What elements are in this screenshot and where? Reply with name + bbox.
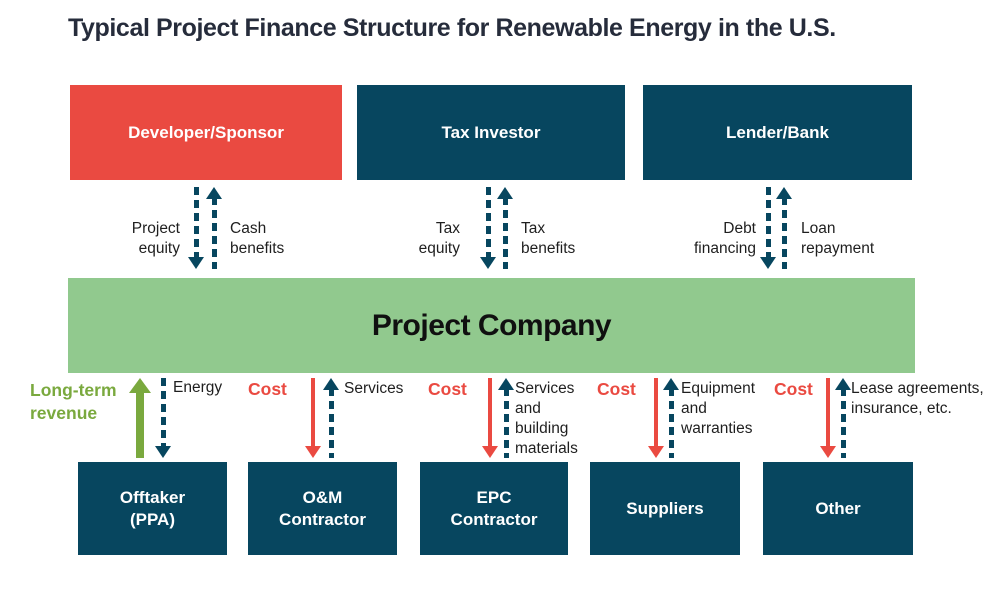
arrow-head: [305, 446, 321, 458]
services-materials-up-arrow-icon: [498, 378, 514, 458]
arrow-shaft: [826, 378, 830, 448]
energy-label: Energy: [173, 379, 223, 396]
arrow-head: [155, 446, 171, 458]
cash-benefits-up-arrow-icon: [206, 187, 222, 269]
energy-down-arrow-icon: [155, 378, 171, 458]
arrow-head: [188, 257, 204, 269]
arrow-head: [129, 378, 151, 393]
tax-equity-down-arrow-icon: [480, 187, 496, 269]
entity-other: Other: [763, 462, 913, 555]
equipment-warranties-up-arrow-icon: [663, 378, 679, 458]
arrow-head: [480, 257, 496, 269]
entity-other-label: Other: [815, 498, 861, 518]
arrow-shaft: [840, 388, 846, 458]
arrow-head: [323, 378, 339, 390]
tax-benefits-label: Tax benefits: [521, 220, 576, 257]
debt-financing-down-arrow-icon: [760, 187, 776, 269]
arrow-shaft: [668, 388, 674, 458]
entity-tax-investor: Tax Investor: [357, 85, 625, 180]
arrow-shaft: [211, 197, 217, 269]
arrow-head: [760, 257, 776, 269]
project-equity-down-arrow-icon: [188, 187, 204, 269]
long-term-revenue-label: Long-term revenue: [30, 380, 117, 423]
arrow-shaft: [488, 378, 492, 448]
entity-tax-investor-label: Tax Investor: [441, 122, 541, 142]
entity-epc-contractor: EPC Contractor: [420, 462, 568, 555]
entity-project-company-label: Project Company: [371, 308, 612, 342]
arrow-shaft: [765, 187, 771, 259]
equipment-warranties-label: Equipment and warranties: [681, 380, 756, 437]
arrow-head: [497, 187, 513, 199]
entity-offtaker-ppa: Offtaker (PPA): [78, 462, 227, 555]
epc-cost-down-arrow-icon: [482, 378, 498, 458]
arrow-shaft: [781, 197, 787, 269]
entity-suppliers: Suppliers: [590, 462, 740, 555]
om-cost-label: Cost: [248, 379, 287, 399]
tax-benefits-up-arrow-icon: [497, 187, 513, 269]
arrow-shaft: [485, 187, 491, 259]
arrow-shaft: [502, 197, 508, 269]
arrow-shaft: [311, 378, 315, 448]
arrow-shaft: [160, 378, 166, 448]
entity-om-contractor-label: O&M Contractor: [279, 487, 366, 529]
entity-suppliers-label: Suppliers: [626, 498, 704, 518]
arrow-shaft: [193, 187, 199, 259]
arrow-head: [663, 378, 679, 390]
services-materials-label: Services and building materials: [515, 380, 578, 457]
arrow-head: [776, 187, 792, 199]
services-up-arrow-icon: [323, 378, 339, 458]
cash-benefits-label: Cash benefits: [230, 220, 285, 257]
diagram-title: Typical Project Finance Structure for Re…: [68, 14, 836, 42]
arrow-head: [835, 378, 851, 390]
om-cost-down-arrow-icon: [305, 378, 321, 458]
entity-offtaker-ppa-label: Offtaker (PPA): [119, 487, 186, 529]
arrow-head: [820, 446, 836, 458]
long-term-revenue-up-arrow-icon: [128, 378, 152, 458]
arrow-shaft: [654, 378, 658, 448]
epc-cost-label: Cost: [428, 379, 467, 399]
entity-developer-sponsor: Developer/Sponsor: [70, 85, 342, 180]
arrow-head: [206, 187, 222, 199]
entity-developer-sponsor-label: Developer/Sponsor: [128, 122, 284, 142]
entity-project-company: Project Company: [68, 278, 915, 373]
arrow-head: [482, 446, 498, 458]
tax-equity-label: Tax equity: [418, 220, 460, 257]
other-cost-label: Cost: [774, 379, 813, 399]
suppliers-cost-down-arrow-icon: [648, 378, 664, 458]
entity-om-contractor: O&M Contractor: [248, 462, 397, 555]
arrow-shaft: [503, 388, 509, 458]
arrow-shaft: [136, 391, 144, 458]
project-equity-label: Project equity: [131, 220, 180, 257]
entity-lender-bank-label: Lender/Bank: [726, 122, 829, 142]
suppliers-cost-label: Cost: [597, 379, 636, 399]
loan-repayment-up-arrow-icon: [776, 187, 792, 269]
other-cost-down-arrow-icon: [820, 378, 836, 458]
services-label: Services: [344, 380, 404, 397]
debt-financing-label: Debt financing: [693, 220, 756, 257]
entity-lender-bank: Lender/Bank: [643, 85, 912, 180]
arrow-head: [648, 446, 664, 458]
arrow-head: [498, 378, 514, 390]
loan-repayment-label: Loan repayment: [801, 220, 875, 257]
arrow-shaft: [328, 388, 334, 458]
lease-agreements-up-arrow-icon: [835, 378, 851, 458]
lease-agreements-label: Lease agreements, insurance, etc.: [851, 380, 984, 417]
entity-epc-contractor-label: EPC Contractor: [450, 487, 538, 529]
